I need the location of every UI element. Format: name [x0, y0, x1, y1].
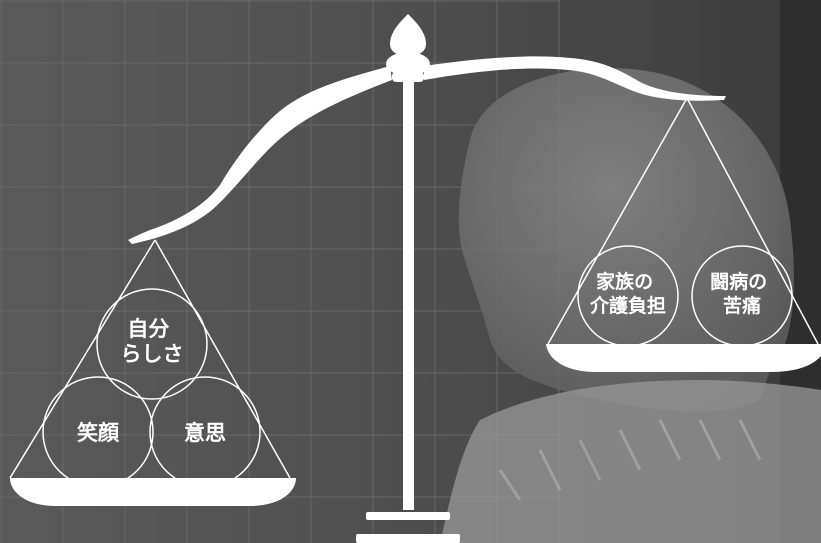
pivot-knob	[386, 52, 430, 76]
left-item-1-line-2: らしさ	[121, 342, 184, 366]
left-pan-dish	[10, 478, 296, 506]
balance-scale	[128, 14, 726, 543]
right-pan: 家族の 介護負担 闘病の 苦痛	[546, 97, 821, 372]
left-item-3-label: 意思	[184, 421, 226, 445]
scale-pillar	[403, 78, 414, 510]
left-pan: 自分 らしさ 笑顔 意思	[9, 239, 296, 506]
scale-base-lower	[356, 534, 460, 543]
left-item-1-line-1: 自分	[127, 317, 169, 341]
svg-text:家族の 介護負担: 家族の 介護負担	[589, 270, 666, 317]
svg-text:闘病の 苦痛: 闘病の 苦痛	[710, 270, 774, 317]
svg-text:自分 らしさ: 自分 らしさ	[121, 317, 184, 366]
right-item-1-circle	[577, 245, 679, 347]
pivot-ring	[392, 72, 424, 82]
left-item-3-circle	[149, 376, 261, 488]
left-item-1-circle	[96, 288, 208, 400]
scale-beam	[128, 66, 392, 244]
right-item-2-line-1: 闘病の	[710, 270, 767, 293]
finial-ornament	[390, 14, 426, 56]
right-item-2-line-2: 苦痛	[723, 294, 761, 317]
right-pan-dish	[546, 344, 821, 372]
right-item-1-line-1: 家族の	[596, 270, 653, 293]
scale-base-upper	[366, 512, 450, 520]
right-item-1-line-2: 介護負担	[589, 294, 666, 317]
left-item-2-circle	[42, 376, 154, 488]
left-item-2-label: 笑顔	[77, 421, 120, 445]
scale-beam-right	[424, 56, 726, 101]
right-item-2-circle	[691, 245, 793, 347]
